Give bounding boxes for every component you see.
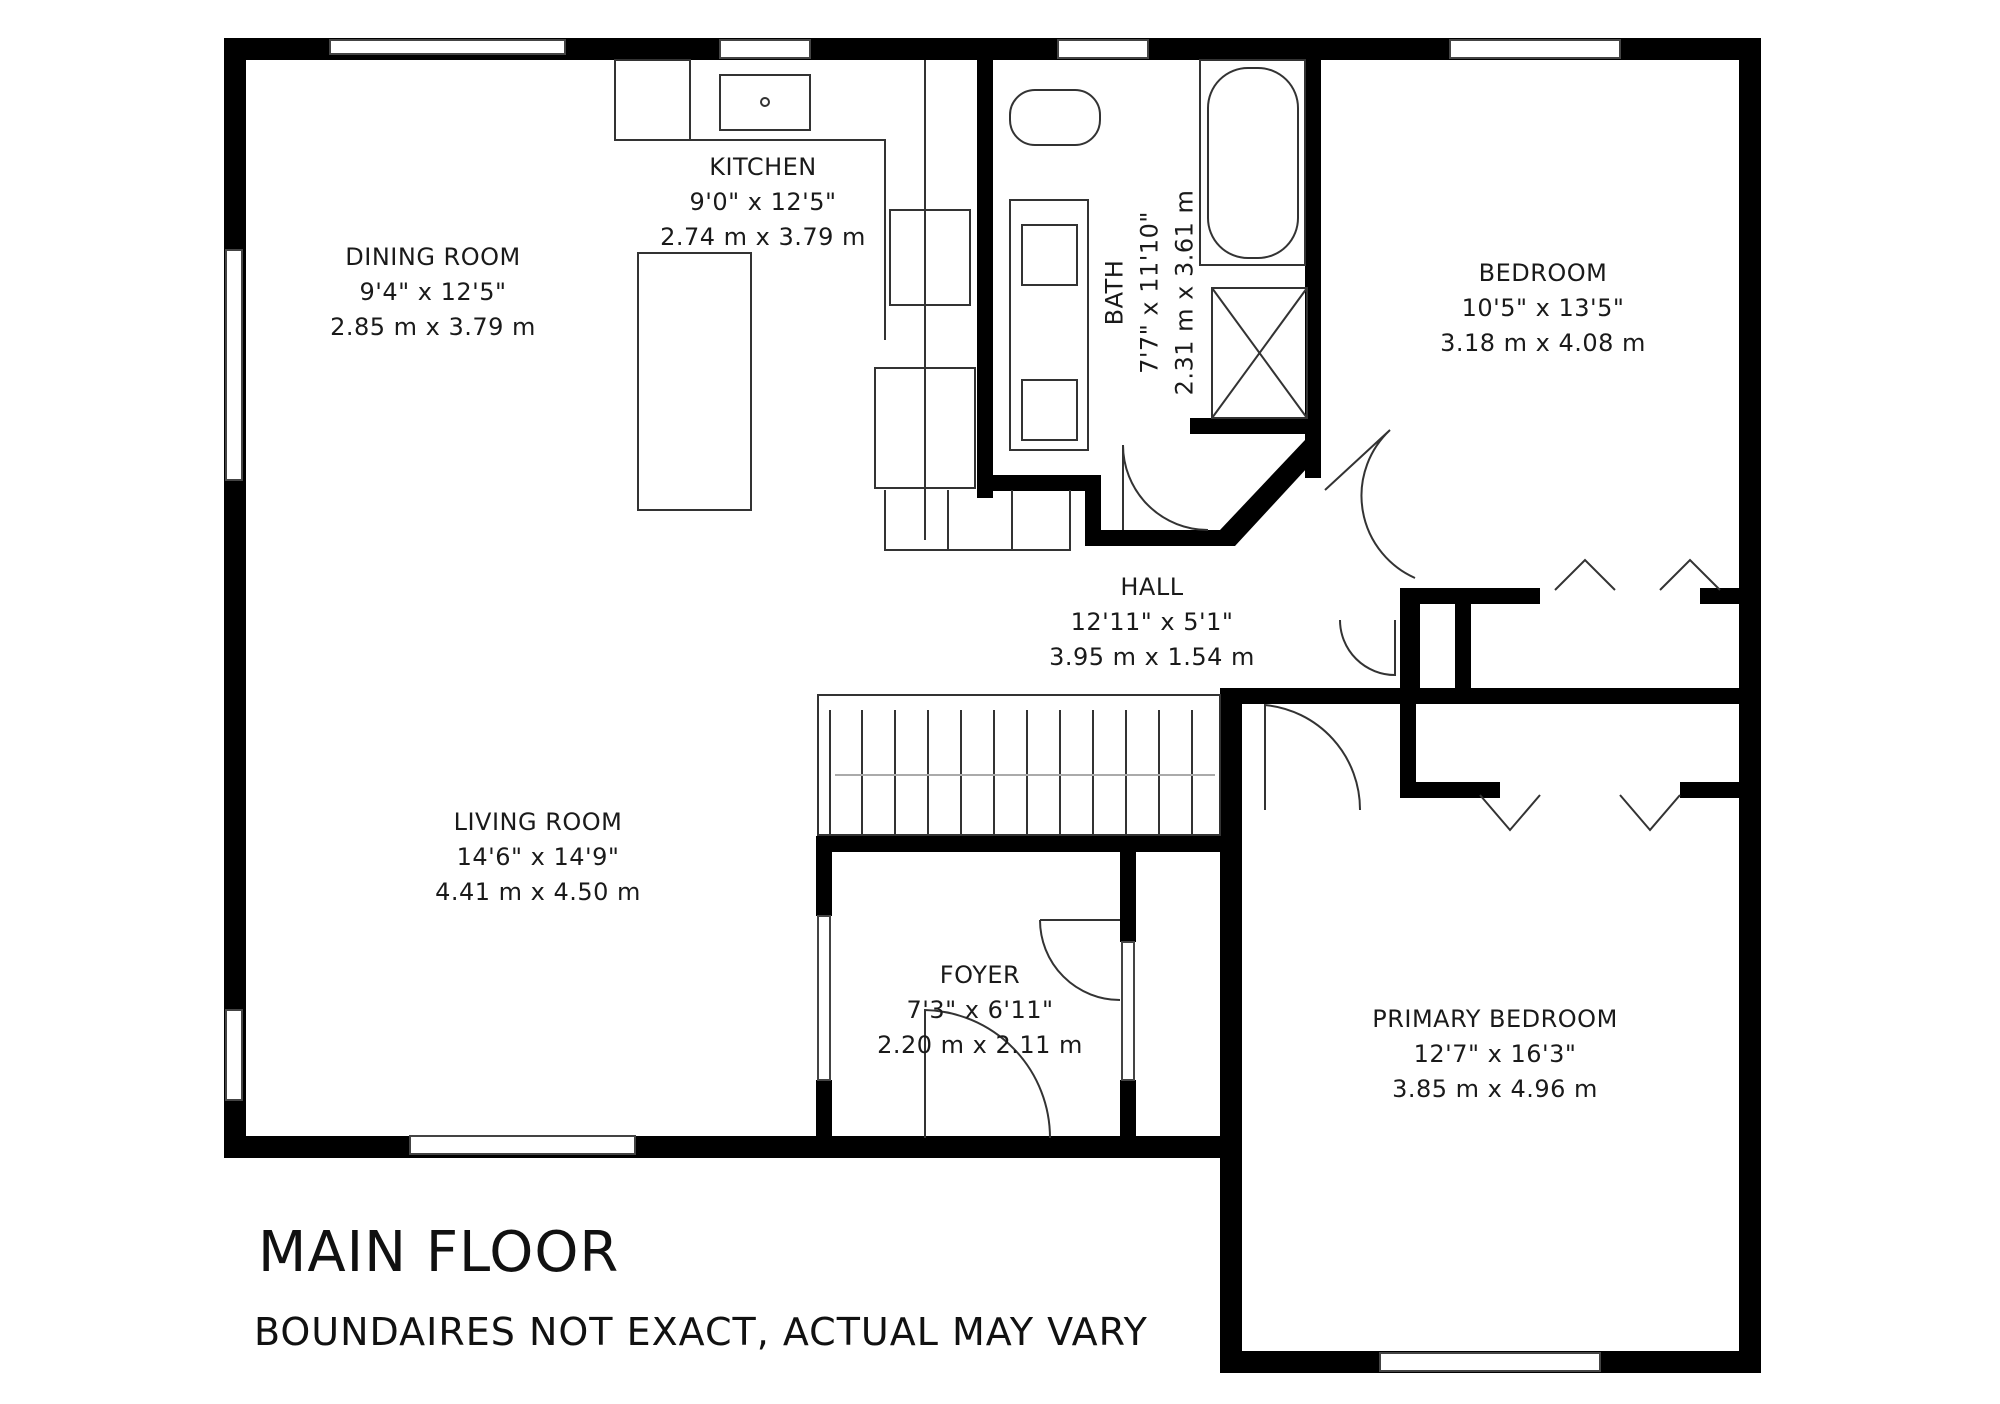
wall-bedroom-left xyxy=(1305,38,1321,478)
room-dim-imperial: 10'5" x 13'5" xyxy=(1461,294,1625,322)
bath-tub xyxy=(1199,59,1306,266)
kitchen-fridge xyxy=(874,367,976,489)
room-dim-metric: 2.20 m x 2.11 m xyxy=(877,1031,1083,1059)
room-dim-metric: 2.85 m x 3.79 m xyxy=(330,313,536,341)
closet-doors-bedroom xyxy=(1554,558,1721,591)
kitchen-sink xyxy=(719,74,811,131)
room-label-dining: DINING ROOM 9'4" x 12'5" 2.85 m x 3.79 m xyxy=(330,240,536,345)
room-dim-metric: 2.74 m x 3.79 m xyxy=(660,223,866,251)
kitchen-lower-counter xyxy=(884,490,1071,551)
window-top-bedroom xyxy=(1449,39,1621,59)
wall-closet-block xyxy=(1400,600,1420,690)
room-name: FOYER xyxy=(939,961,1021,989)
wall-bath-bottom xyxy=(977,475,1097,491)
door-bath xyxy=(1122,444,1209,531)
window-bottom-living xyxy=(409,1135,636,1155)
interior-walls xyxy=(816,38,1761,1158)
room-dim-imperial: 7'3" x 6'11" xyxy=(906,996,1054,1024)
wall-foyer-right-bottom xyxy=(1120,1080,1136,1158)
stair-treads xyxy=(829,710,1193,835)
room-dim-imperial: 12'7" x 16'3" xyxy=(1413,1040,1577,1068)
room-name: BEDROOM xyxy=(1478,259,1608,287)
stairs xyxy=(817,694,1221,836)
fixtures xyxy=(614,59,1721,1139)
bath-tub-inner xyxy=(1207,67,1299,259)
wall-closet2-left xyxy=(1400,688,1416,798)
window-foyer-right xyxy=(1121,941,1135,1081)
wall-foyer-left-bottom xyxy=(816,1080,832,1158)
room-label-hall: HALL 12'11" x 5'1" 3.95 m x 1.54 m xyxy=(1049,570,1255,675)
door-front xyxy=(924,1008,1051,1139)
kitchen-island xyxy=(637,252,752,511)
window-top-kitchen xyxy=(719,39,811,59)
wall-bedroom-bottom-2 xyxy=(1700,588,1750,604)
bath-sink-2 xyxy=(1021,379,1078,441)
bath-toilet xyxy=(1009,89,1101,146)
room-dim-imperial: 9'0" x 12'5" xyxy=(689,188,837,216)
door-primary xyxy=(1264,703,1362,811)
room-label-bath: BATH 7'7" x 11'10" 2.31 m x 3.61 m xyxy=(1098,190,1203,396)
bath-sink-1 xyxy=(1021,224,1078,286)
bath-shower xyxy=(1211,287,1308,419)
room-dim-metric: 3.18 m x 4.08 m xyxy=(1440,329,1646,357)
wall-hall-bottom xyxy=(1220,688,1761,704)
wall-closet-mid xyxy=(1455,588,1471,688)
window-foyer-left xyxy=(817,915,831,1081)
room-dim-imperial: 14'6" x 14'9" xyxy=(456,843,620,871)
room-name: LIVING ROOM xyxy=(453,808,623,836)
wall-foyer-right xyxy=(1120,852,1136,942)
wall-bath-bottom-drop xyxy=(1085,475,1101,535)
window-top-dining xyxy=(329,39,566,55)
wall-bath-left xyxy=(977,38,993,498)
wall-primary-left xyxy=(1220,690,1242,1373)
door-closet xyxy=(1339,619,1396,677)
room-dim-imperial: 9'4" x 12'5" xyxy=(359,278,507,306)
door-bedroom xyxy=(1324,429,1416,579)
room-label-foyer: FOYER 7'3" x 6'11" 2.20 m x 2.11 m xyxy=(877,958,1083,1063)
room-dim-imperial: 7'7" x 11'10" xyxy=(1135,211,1164,374)
wall-bottom-left xyxy=(224,1136,1239,1158)
room-label-bedroom: BEDROOM 10'5" x 13'5" 3.18 m x 4.08 m xyxy=(1440,256,1646,361)
wall-right xyxy=(1739,38,1761,1373)
room-label-kitchen: KITCHEN 9'0" x 12'5" 2.74 m x 3.79 m xyxy=(660,150,866,255)
wall-closet2-bottom xyxy=(1400,782,1500,798)
door-foyer-closet xyxy=(1039,919,1121,1001)
wall-bath-door-sill xyxy=(1085,530,1235,546)
bath-vanity xyxy=(1009,199,1089,451)
floor-disclaimer: BOUNDAIRES NOT EXACT, ACTUAL MAY VARY xyxy=(254,1310,1148,1354)
room-name: BATH xyxy=(1100,259,1129,326)
wall-left xyxy=(224,38,246,1158)
room-name: HALL xyxy=(1120,573,1184,601)
window-left-2 xyxy=(225,1009,243,1101)
floor-title: MAIN FLOOR xyxy=(258,1220,620,1285)
windows xyxy=(225,39,1621,1372)
window-top-bath xyxy=(1057,39,1149,59)
room-label-primary: PRIMARY BEDROOM 12'7" x 16'3" 3.85 m x 4… xyxy=(1372,1002,1618,1107)
wall-closet2-bottom-r xyxy=(1680,782,1760,798)
room-name: DINING ROOM xyxy=(345,243,521,271)
room-dim-metric: 4.41 m x 4.50 m xyxy=(435,878,641,906)
kitchen-cabinet-left xyxy=(614,59,691,141)
window-left-1 xyxy=(225,249,243,481)
wall-bath-diagonal xyxy=(1220,440,1320,546)
wall-foyer-top xyxy=(816,836,1240,852)
room-dim-metric: 2.31 m x 3.61 m xyxy=(1170,189,1199,396)
room-dim-metric: 3.85 m x 4.96 m xyxy=(1392,1075,1598,1103)
room-name: KITCHEN xyxy=(709,153,817,181)
kitchen-stove xyxy=(889,209,971,306)
room-name: PRIMARY BEDROOM xyxy=(1372,1005,1618,1033)
wall-shower-bottom xyxy=(1190,418,1320,434)
wall-foyer-left-top xyxy=(816,836,832,916)
room-label-living: LIVING ROOM 14'6" x 14'9" 4.41 m x 4.50 … xyxy=(435,805,641,910)
room-dim-imperial: 12'11" x 5'1" xyxy=(1070,608,1234,636)
window-bottom-primary xyxy=(1379,1352,1601,1372)
room-dim-metric: 3.95 m x 1.54 m xyxy=(1049,643,1255,671)
closet-doors-primary xyxy=(1479,794,1681,832)
